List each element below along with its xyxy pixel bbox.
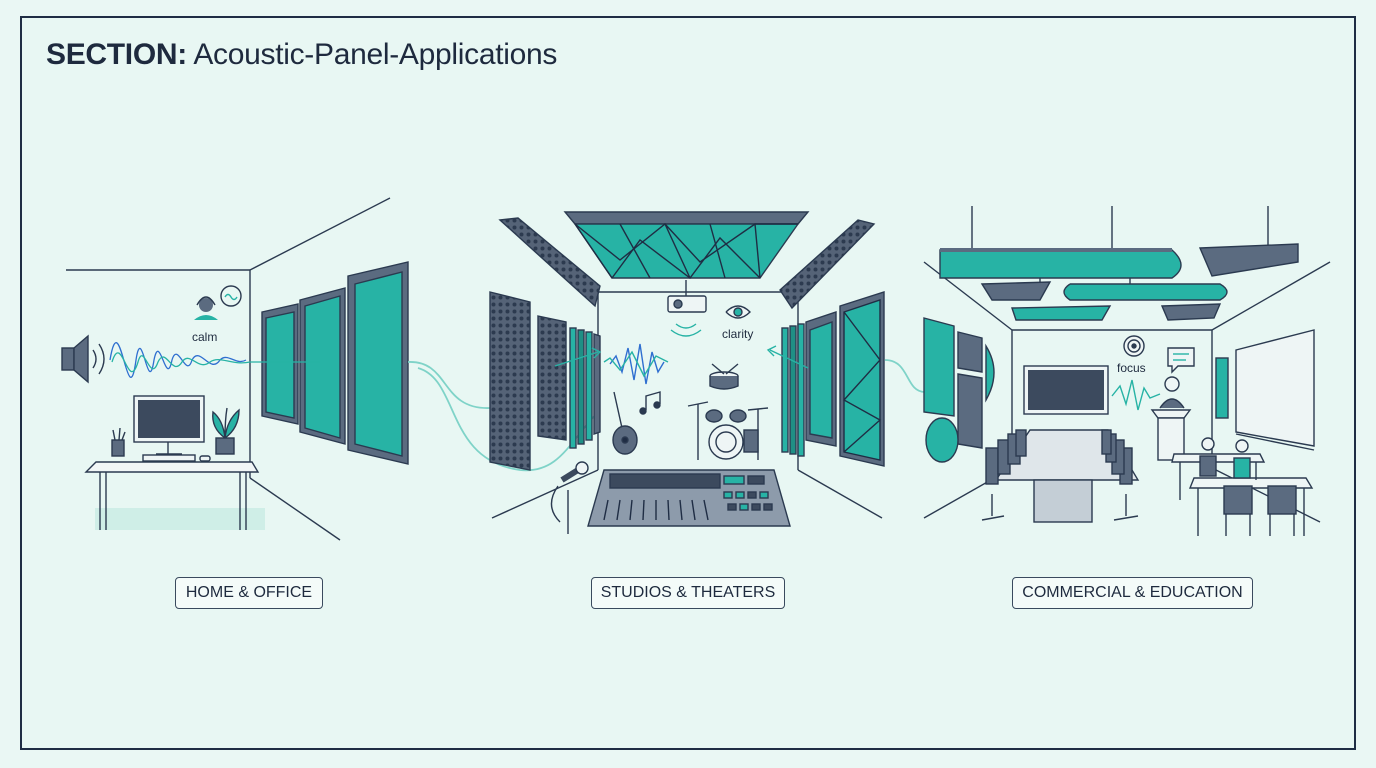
headset-person-icon (194, 285, 242, 320)
pencil-cup-icon (111, 427, 126, 457)
ceiling-baffles (939, 243, 1299, 321)
home-office-label: HOME & OFFICE (175, 577, 323, 609)
desk (84, 461, 260, 530)
home-office-scene: calm (61, 197, 409, 541)
projector-icon (667, 280, 707, 337)
section-prefix: SECTION: (46, 38, 187, 71)
wall-panels (261, 261, 409, 465)
focus-waveform (1111, 379, 1161, 411)
left-ceiling-foam (498, 217, 601, 308)
commercial-scene: focus (923, 206, 1331, 536)
wall-display (1023, 365, 1109, 415)
speech-bubble-icon (1167, 347, 1195, 374)
left-wall-foam-large (489, 291, 531, 471)
guitar-icon (612, 391, 638, 455)
snare-drum-icon (709, 363, 739, 390)
commercial-education-label: COMMERCIAL & EDUCATION (1012, 577, 1253, 609)
computer-monitor (133, 395, 211, 462)
clarity-annotation: clarity (722, 327, 753, 341)
section-title: Acoustic-Panel-Applications (193, 38, 558, 71)
conference-chairs (981, 429, 1139, 521)
drum-kit-icon (687, 401, 769, 460)
right-ceiling-foam (779, 219, 876, 310)
sound-wave (109, 342, 247, 378)
target-focus-icon (1123, 335, 1145, 357)
student-desks (1171, 437, 1314, 536)
microphone-icon (550, 461, 589, 534)
eye-clarity-icon (725, 305, 751, 319)
lecturer-at-podium (1150, 376, 1192, 461)
music-note-icon (639, 391, 661, 415)
diagram-frame (20, 16, 1356, 750)
speaker-icon (61, 334, 105, 384)
left-slat-diffuser (569, 327, 601, 449)
studio-waveform (609, 343, 665, 385)
left-wall-panels (923, 317, 995, 463)
whiteboard (1215, 329, 1315, 451)
mixing-console (587, 469, 791, 527)
studios-theaters-label: STUDIOS & THEATERS (591, 577, 785, 609)
section-heading: SECTION: Acoustic-Panel-Applications (46, 38, 557, 72)
calm-annotation: calm (192, 330, 217, 344)
plant-icon (212, 407, 240, 455)
ceiling-cloud-panel (563, 211, 810, 279)
left-wall-foam-small (537, 315, 567, 441)
studio-scene: clarity (489, 211, 885, 534)
right-slat-diffuser (781, 323, 805, 457)
focus-annotation: focus (1117, 361, 1146, 375)
